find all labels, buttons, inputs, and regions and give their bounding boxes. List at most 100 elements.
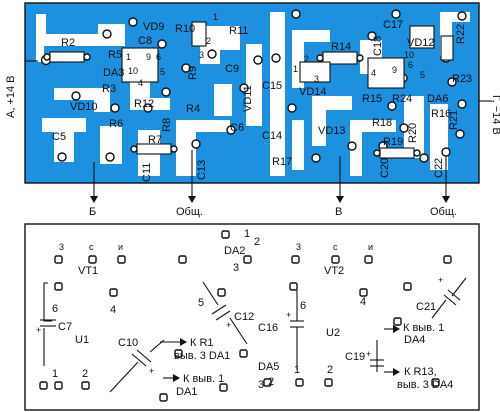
pin-label: 3 — [296, 242, 301, 252]
terminal-label: Общ. — [176, 206, 203, 218]
component-label: VD13 — [318, 125, 346, 137]
component-label: U1 — [75, 334, 89, 346]
pin-label: 4 — [360, 296, 366, 308]
pin-number: 1 — [213, 12, 218, 22]
pin-number: 5 — [420, 70, 425, 80]
pin-number: 2 — [304, 54, 309, 64]
pin-number: 6 — [156, 52, 161, 62]
pin-number: 4 — [371, 68, 376, 78]
connection-notes: К R1 выв. 3 DA1 К выв. 1 DA1 К выв. 1 DA… — [174, 322, 453, 398]
connection-note: выв. 3 DA1 — [174, 350, 230, 362]
polarity-mark: + — [226, 320, 231, 330]
polarity-mark: + — [366, 349, 371, 359]
pin-number: 9 — [146, 52, 151, 62]
component-label: C21 — [416, 301, 436, 313]
bottom-board: 3 c и VT1 1 DA2 2 3 3 c и VT2 6 C7 U1 4 … — [24, 223, 480, 411]
component-label: DA5 — [258, 361, 279, 373]
component-label: VD14 — [299, 86, 327, 98]
polarity-mark: + — [149, 366, 154, 376]
component-label: R3 — [102, 83, 116, 95]
component-label: R12 — [134, 98, 154, 110]
top-board-labels: R2 R5 DA3 R3 VD10 C5 C8 VD9 R10 R11 R9 C… — [52, 12, 472, 182]
pin-label: 2 — [327, 364, 333, 376]
component-label: C15 — [262, 80, 282, 92]
holes — [39, 230, 452, 402]
component-label: R5 — [108, 49, 122, 61]
pin-label: и — [118, 242, 123, 252]
component-label: C9 — [225, 63, 239, 75]
pin-label: 6 — [300, 300, 306, 312]
pin-label: 1 — [244, 228, 250, 240]
edge-label-right: Г, −14 В — [490, 95, 500, 135]
terminal-label: Общ. — [430, 206, 457, 218]
edge-connections: А, +14 В Г, −14 В Б Общ. В Общ. — [5, 60, 500, 218]
pin-number: 10 — [128, 66, 138, 76]
component-label: R4 — [186, 103, 200, 115]
component-label: C17 — [383, 19, 403, 31]
pin-label: 3 — [59, 242, 64, 252]
connection-note: К выв. 1 — [183, 373, 224, 385]
pin-label: 6 — [52, 303, 58, 315]
bottom-board-outline — [24, 223, 480, 411]
pointer-arrows — [160, 325, 400, 382]
pin-number: 9 — [392, 65, 397, 75]
component-label: R16 — [431, 108, 451, 120]
connection-note: К выв. 1 — [403, 322, 444, 334]
component-label: C8 — [138, 35, 152, 47]
component-label: C22 — [433, 158, 445, 178]
component-label: C13 — [196, 160, 208, 180]
component-label: R8 — [161, 118, 173, 132]
component-label: C11 — [141, 163, 153, 182]
component-label: DA3 — [103, 67, 124, 79]
component-label: R20 — [407, 123, 419, 143]
pin-label: 3 — [258, 379, 264, 391]
pin-label: и — [368, 242, 373, 252]
component-label: R2 — [61, 37, 75, 49]
connection-note: выв. 3 DA4 — [397, 379, 453, 391]
capacitor-wires — [40, 277, 467, 393]
pin-label: 2 — [82, 368, 88, 380]
component-label: VD12 — [407, 37, 435, 49]
pin-number: 2 — [206, 36, 211, 46]
pin-label: c — [333, 242, 338, 252]
pin-label: 2 — [268, 376, 274, 388]
pin-label: 4 — [110, 304, 116, 316]
component-label: VD10 — [70, 101, 98, 113]
component-outlines — [43, 21, 454, 159]
pin-number: 1 — [293, 64, 298, 74]
component-label: DA2 — [224, 245, 245, 257]
component-label: R24 — [392, 93, 412, 105]
pin-number: 5 — [160, 67, 165, 77]
polarity-mark: + — [438, 275, 443, 285]
component-label: R9 — [187, 66, 199, 80]
component-label: R23 — [452, 73, 472, 85]
component-label: R19 — [383, 136, 403, 148]
component-label: R7 — [148, 134, 162, 146]
component-label: R17 — [272, 156, 292, 168]
component-label: C12 — [234, 311, 254, 323]
terminal-label: Б — [89, 206, 96, 218]
component-label: R10 — [175, 23, 195, 35]
pin-label: 2 — [254, 236, 260, 248]
component-label: C20 — [379, 158, 391, 178]
component-label: C14 — [262, 130, 282, 142]
pin-number: 1 — [126, 52, 131, 62]
bottom-board-labels: 3 c и VT1 1 DA2 2 3 3 c и VT2 6 C7 U1 4 … — [36, 228, 443, 391]
component-label: C16 — [258, 322, 278, 334]
component-label: R21 — [448, 110, 460, 130]
connection-note: К R1 — [190, 337, 214, 349]
connection-note: DA1 — [176, 386, 197, 398]
pin-number: 10 — [404, 50, 414, 60]
component-label: C7 — [58, 321, 72, 333]
top-board: R2 R5 DA3 R3 VD10 C5 C8 VD9 R10 R11 R9 C… — [5, 2, 500, 218]
polarity-mark: + — [36, 325, 41, 335]
component-label: R22 — [455, 24, 467, 44]
component-label: R6 — [109, 118, 123, 130]
component-label: VT1 — [78, 265, 98, 277]
component-label: R14 — [331, 41, 351, 53]
pin-label: c — [89, 242, 94, 252]
component-label: C10 — [118, 337, 138, 349]
pin-number: 4 — [138, 78, 143, 88]
component-label: C6 — [230, 122, 244, 134]
